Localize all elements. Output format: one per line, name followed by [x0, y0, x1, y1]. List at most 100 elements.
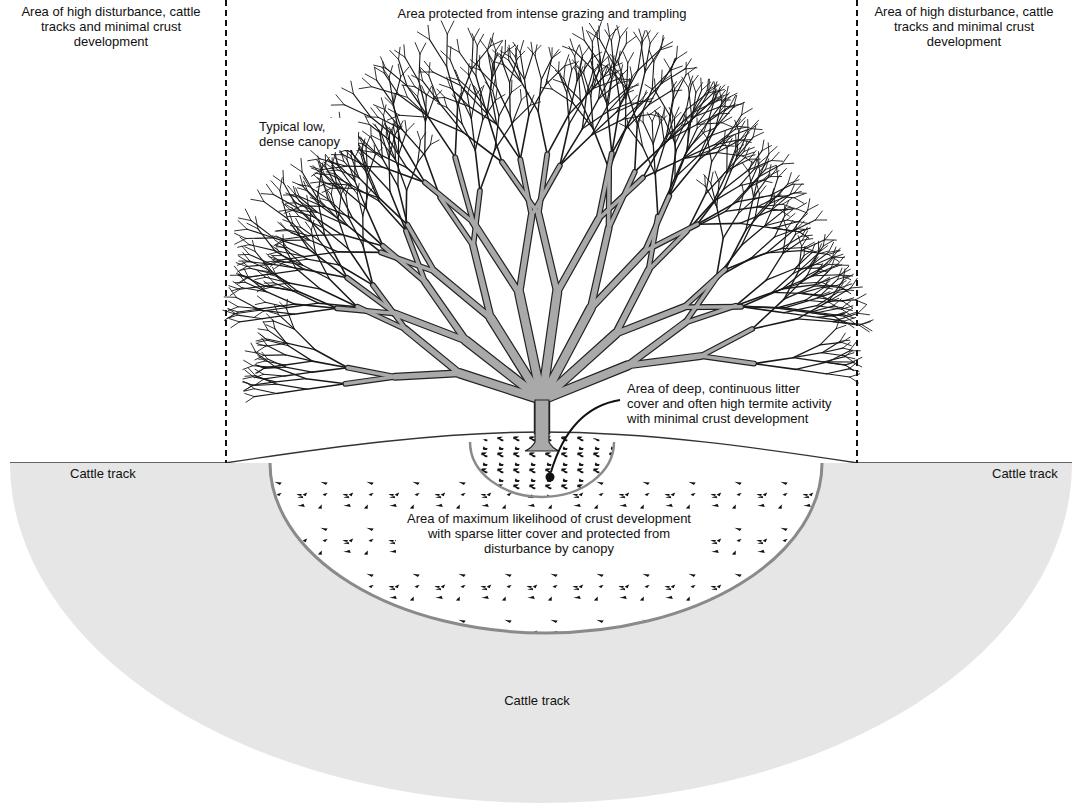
annotation: Cattle track — [70, 466, 160, 481]
twig — [404, 45, 405, 57]
twig — [247, 264, 272, 266]
twig — [353, 94, 370, 117]
twig — [754, 176, 769, 197]
twig — [782, 154, 789, 164]
twig — [808, 205, 818, 211]
twig — [245, 394, 255, 397]
twig — [312, 368, 348, 372]
zone-divider — [856, 0, 858, 463]
twig — [564, 83, 581, 100]
twig — [647, 31, 651, 44]
twig — [293, 223, 310, 240]
twig — [266, 283, 289, 286]
twig — [815, 220, 826, 221]
twig — [822, 293, 831, 296]
twig — [476, 76, 487, 114]
twig — [262, 304, 295, 309]
twig — [827, 374, 850, 377]
twig — [245, 209, 251, 221]
twig — [828, 242, 833, 252]
twig — [676, 52, 687, 59]
twig — [419, 72, 433, 73]
twig — [264, 321, 274, 323]
twig — [270, 244, 280, 251]
twig — [655, 79, 656, 92]
twig — [794, 194, 805, 198]
twig — [812, 243, 816, 253]
twig — [375, 67, 377, 80]
twig — [229, 301, 238, 306]
twig — [251, 221, 274, 238]
twig — [398, 186, 408, 225]
twig — [245, 370, 253, 377]
twig — [420, 69, 423, 81]
twig — [749, 161, 752, 172]
twig — [673, 75, 686, 100]
twig — [675, 79, 682, 89]
twig — [243, 382, 253, 385]
branch-outline — [539, 214, 558, 292]
twig — [664, 59, 671, 70]
twig — [541, 58, 552, 79]
branch — [542, 365, 628, 400]
twig — [675, 120, 686, 143]
twig — [794, 198, 804, 204]
twig — [448, 46, 459, 52]
twig — [627, 63, 628, 89]
twig — [628, 53, 634, 63]
twig — [408, 97, 429, 117]
twig — [827, 369, 849, 374]
twig — [389, 140, 407, 168]
twig — [850, 374, 860, 377]
twig — [243, 377, 253, 379]
twig — [429, 117, 463, 132]
twig — [458, 69, 472, 106]
twig — [266, 292, 294, 304]
twig — [664, 119, 675, 144]
twig — [347, 225, 381, 252]
twig — [710, 124, 719, 131]
twig — [719, 172, 725, 182]
twig — [265, 282, 274, 283]
twig — [641, 43, 645, 72]
twig — [632, 117, 638, 125]
twig — [714, 82, 716, 95]
twig — [797, 301, 828, 319]
branch — [455, 157, 473, 222]
branch-outline — [345, 377, 395, 384]
twig — [288, 186, 296, 195]
twig — [273, 176, 284, 183]
twig — [272, 271, 298, 291]
twig — [806, 288, 824, 301]
leader-dot — [546, 473, 555, 482]
twig — [417, 32, 429, 40]
twig — [399, 131, 407, 154]
twig — [491, 91, 497, 125]
branch — [649, 231, 688, 270]
twig — [388, 109, 399, 115]
twig — [439, 103, 463, 133]
twig — [283, 170, 285, 183]
twig — [734, 95, 737, 107]
twig — [637, 89, 652, 123]
twig — [823, 235, 825, 247]
twig — [844, 318, 856, 322]
twig — [394, 104, 401, 140]
twig — [608, 57, 611, 68]
twig — [286, 367, 313, 372]
twig — [265, 361, 285, 365]
twig — [277, 384, 307, 389]
twig — [638, 125, 643, 147]
twig — [261, 193, 273, 195]
twig — [480, 40, 487, 50]
twig — [331, 104, 344, 105]
twig — [520, 41, 524, 53]
twig — [747, 119, 748, 131]
twig — [832, 247, 836, 258]
twig — [833, 299, 841, 306]
twig — [806, 300, 829, 302]
twig — [407, 123, 415, 131]
branch — [539, 154, 548, 214]
twig — [783, 240, 802, 253]
twig — [230, 319, 240, 322]
